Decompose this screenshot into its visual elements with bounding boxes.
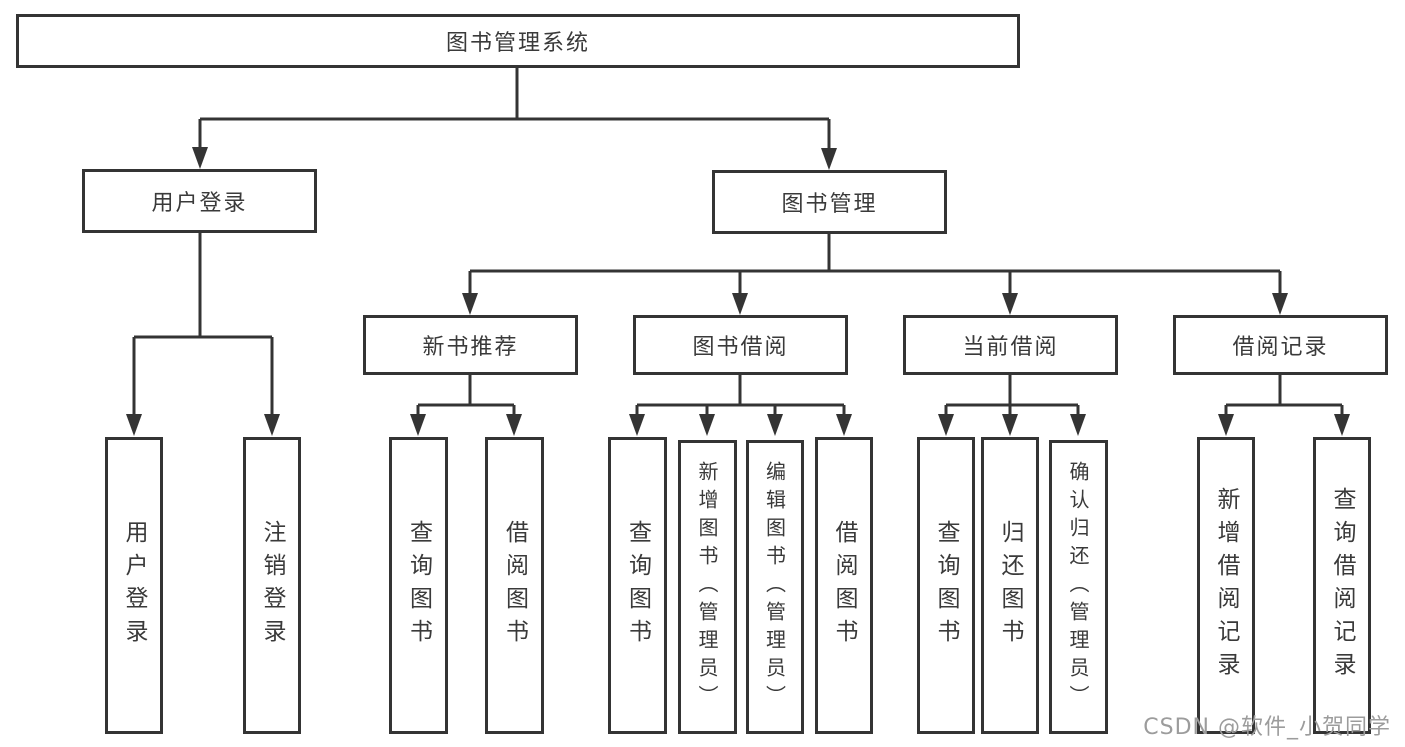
arrowhead-icon	[629, 414, 645, 436]
arrowhead-icon	[264, 414, 280, 436]
arrowhead-icon	[821, 148, 837, 170]
leaf-user-login: 用户登录	[105, 437, 163, 734]
leaf-add-book-admin: 新增图书（管理员）	[678, 440, 737, 734]
leaf-edit-book-admin: 编辑图书（管理员）	[746, 440, 804, 734]
arrowhead-icon	[732, 293, 748, 315]
arrowhead-icon	[410, 414, 426, 436]
node-label: 编辑图书（管理员）	[762, 461, 787, 713]
node-label: 查询图书	[624, 519, 651, 652]
arrowhead-icon	[1002, 293, 1018, 315]
node-label: 新增借阅记录	[1213, 486, 1239, 685]
node-label: 新增图书（管理员）	[695, 461, 719, 713]
arrowhead-icon	[1002, 414, 1018, 436]
node-label: 图书管理	[781, 192, 878, 217]
connector-line	[132, 233, 274, 416]
arrowhead-icon	[1334, 414, 1350, 436]
leaf-add-borrow-record: 新增借阅记录	[1197, 437, 1255, 734]
connector-line	[416, 375, 516, 416]
arrowhead-icon	[462, 293, 478, 315]
node-label: 注销登录	[259, 519, 285, 652]
leaf-query-books-borrow: 查询图书	[608, 437, 667, 734]
leaf-query-borrow-record: 查询借阅记录	[1313, 437, 1371, 734]
arrowhead-icon	[836, 414, 852, 436]
node-book-borrow: 图书借阅	[633, 315, 848, 375]
leaf-logout: 注销登录	[243, 437, 301, 734]
node-library-management-system: 图书管理系统	[16, 14, 1020, 68]
arrowhead-icon	[767, 414, 783, 436]
connector-line	[468, 234, 1282, 297]
arrowhead-icon	[1272, 293, 1288, 315]
arrowhead-icon	[1070, 414, 1086, 436]
node-label: 用户登录	[121, 519, 147, 652]
node-book-management: 图书管理	[712, 170, 947, 234]
arrowhead-icon	[699, 414, 715, 436]
leaf-borrow-books: 借阅图书	[815, 437, 873, 734]
node-label: 借阅图书	[831, 519, 857, 652]
csdn-watermark: CSDN @软件_小贺同学	[1143, 715, 1391, 740]
arrowhead-icon	[1218, 414, 1234, 436]
node-label: 归还图书	[997, 519, 1023, 652]
leaf-return-books: 归还图书	[981, 437, 1039, 734]
node-new-book-recommend: 新书推荐	[363, 315, 578, 375]
node-label: 查询借阅记录	[1329, 486, 1355, 685]
leaf-query-books-current: 查询图书	[917, 437, 975, 734]
connector-line	[635, 375, 846, 416]
node-label: 确认归还（管理员）	[1066, 461, 1090, 713]
node-label: 查询图书	[405, 519, 432, 652]
arrowheads	[126, 147, 1350, 436]
node-current-borrow: 当前借阅	[903, 315, 1118, 375]
connector-line	[944, 375, 1080, 416]
arrowhead-icon	[506, 414, 522, 436]
connector-line	[1224, 375, 1344, 416]
connector-line	[198, 68, 831, 152]
node-label: 借阅图书	[501, 519, 528, 652]
node-label: 当前借阅	[962, 335, 1059, 360]
node-label: 借阅记录	[1232, 335, 1329, 360]
node-label: 用户登录	[151, 191, 248, 216]
leaf-borrow-books-recommend: 借阅图书	[485, 437, 544, 734]
node-label: 新书推荐	[422, 335, 519, 360]
connector-lines	[132, 68, 1344, 416]
leaf-confirm-return-admin: 确认归还（管理员）	[1049, 440, 1108, 734]
arrowhead-icon	[126, 414, 142, 436]
leaf-query-books-recommend: 查询图书	[389, 437, 448, 734]
node-user-login-branch: 用户登录	[82, 169, 317, 233]
arrowhead-icon	[192, 147, 208, 169]
node-label: 图书借阅	[692, 335, 789, 360]
node-borrow-records: 借阅记录	[1173, 315, 1388, 375]
node-label: 图书管理系统	[445, 31, 590, 56]
node-label: 查询图书	[933, 519, 959, 652]
arrowhead-icon	[938, 414, 954, 436]
